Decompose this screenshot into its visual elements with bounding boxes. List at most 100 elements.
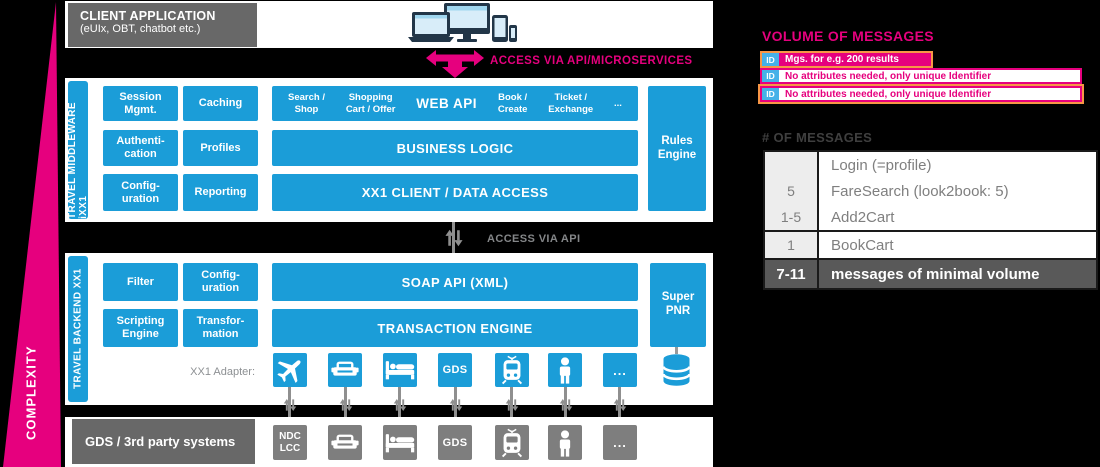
database-icon xyxy=(658,352,695,388)
backend-panel: TRAVEL BACKEND XX1 Filter Config- uratio… xyxy=(65,253,713,405)
xx1-adapter-label: XX1 Adapter: xyxy=(190,366,255,378)
car-icon xyxy=(330,355,360,385)
message-count: 1-5 xyxy=(765,204,819,230)
connector-line xyxy=(510,387,513,425)
cell-filter: Filter xyxy=(103,263,178,301)
messages-table: Login (=profile) 5 FareSearch (look2book… xyxy=(763,150,1098,290)
id-badge: ID xyxy=(762,53,779,66)
gds-third-party-box: GDS / 3rd party systems xyxy=(72,419,255,464)
cell-scripting-engine: Scripting Engine xyxy=(103,309,178,347)
message-label: Add2Cart xyxy=(819,204,1096,230)
connector-line xyxy=(344,387,347,425)
message-count: 1 xyxy=(765,232,819,258)
connector-arrows-icon xyxy=(558,398,574,412)
adapter-car xyxy=(328,353,362,387)
cell-transformation: Transfor- mation xyxy=(183,309,258,347)
person-icon xyxy=(550,355,580,385)
cell-authentication: Authenti- cation xyxy=(103,130,178,166)
adapter-hotel xyxy=(383,353,417,387)
table-row: 5 FareSearch (look2book: 5) xyxy=(765,178,1096,204)
connector-arrows-icon xyxy=(392,398,408,412)
connector-arrows-icon xyxy=(448,398,464,412)
train-icon xyxy=(497,355,527,385)
backend-side-label: TRAVEL BACKEND XX1 xyxy=(72,268,84,390)
client-application-title: CLIENT APPLICATION xyxy=(80,9,216,23)
system-ndc-lcc: NDC LCC xyxy=(273,425,307,460)
complexity-arrow xyxy=(3,2,61,467)
id-badge: ID xyxy=(762,88,779,100)
access-api-label: ACCESS VIA API xyxy=(487,233,581,245)
person-icon xyxy=(550,428,580,458)
connector-arrows-icon xyxy=(612,398,628,412)
car-icon xyxy=(330,428,360,458)
connector-arrows-icon xyxy=(504,398,520,412)
access-api-connector-line xyxy=(452,222,455,253)
web-api-item-more: ... xyxy=(614,97,622,109)
table-row: 1-5 Add2Cart xyxy=(765,204,1096,230)
number-of-messages-title: # OF MESSAGES xyxy=(762,130,873,145)
message-label: Login (=profile) xyxy=(819,152,1096,178)
business-logic-bar: BUSINESS LOGIC xyxy=(272,130,638,166)
system-traveler xyxy=(548,425,582,460)
system-ndc-lcc-label: NDC LCC xyxy=(279,431,301,454)
access-api-arrows-icon xyxy=(443,226,465,250)
client-application-box: CLIENT APPLICATION (eUIx, OBT, chatbot e… xyxy=(68,3,257,47)
web-api-item-shopping-cart: Shopping Cart / Offer xyxy=(345,92,396,115)
adapter-rail xyxy=(495,353,529,387)
web-api-title: WEB API xyxy=(416,96,478,111)
access-microservices-arrow-icon xyxy=(426,50,484,78)
message-count xyxy=(765,152,819,178)
adapter-traveler xyxy=(548,353,582,387)
cell-configuration: Config- uration xyxy=(103,174,178,211)
system-more: ... xyxy=(603,425,637,460)
cell-session-mgmt: Session Mgmt. xyxy=(103,86,178,121)
cell-reporting: Reporting xyxy=(183,174,258,211)
complexity-label: COMPLEXITY xyxy=(23,345,39,440)
cell-profiles: Profiles xyxy=(183,130,258,166)
rules-engine-box: Rules Engine xyxy=(648,86,706,211)
volume-bar-text: No attributes needed, only unique Identi… xyxy=(785,88,992,100)
message-label: FareSearch (look2book: 5) xyxy=(819,178,1096,204)
adapter-gds-label: GDS xyxy=(442,364,468,376)
message-label: BookCart xyxy=(819,232,1096,258)
web-api-item-book-create: Book / Create xyxy=(497,92,528,115)
middleware-side-label: TRAVEL MIDDLEWARE iXX1 xyxy=(67,102,89,219)
connector-line xyxy=(288,387,291,425)
message-count: 7-11 xyxy=(765,260,819,288)
volume-of-messages-title: VOLUME OF MESSAGES xyxy=(762,28,934,44)
middleware-panel: TRAVEL MIDDLEWARE iXX1 Session Mgmt. Cac… xyxy=(65,78,713,222)
system-car xyxy=(328,425,362,460)
system-more-label: ... xyxy=(613,435,627,450)
web-api-item-ticket-exchange: Ticket / Exchange xyxy=(548,92,594,115)
super-pnr-box: Super PNR xyxy=(650,263,706,347)
volume-bar-text: No attributes needed, only unique Identi… xyxy=(785,70,992,82)
connector-line xyxy=(618,387,621,425)
middleware-side-bar: TRAVEL MIDDLEWARE iXX1 xyxy=(67,81,89,219)
volume-bar-results: ID Mgs. for e.g. 200 results xyxy=(760,51,933,68)
train-icon xyxy=(497,428,527,458)
plane-icon xyxy=(275,355,305,385)
table-row: 1 BookCart xyxy=(765,230,1096,258)
system-gds: GDS xyxy=(438,425,472,460)
system-gds-label: GDS xyxy=(442,436,468,449)
connector-line xyxy=(398,387,401,425)
message-count: 5 xyxy=(765,178,819,204)
adapter-more-label: ... xyxy=(613,362,627,378)
connector-arrows-icon xyxy=(282,398,298,412)
third-party-strip: GDS / 3rd party systems NDC LCC GDS ... xyxy=(65,417,713,467)
backend-side-bar: TRAVEL BACKEND XX1 xyxy=(68,256,88,402)
cell-backend-configuration: Config- uration xyxy=(183,263,258,301)
connector-line xyxy=(564,387,567,425)
table-row-total: 7-11 messages of minimal volume xyxy=(765,258,1096,288)
xx1-client-data-access-bar: XX1 CLIENT / DATA ACCESS xyxy=(272,174,638,211)
hotel-bed-icon xyxy=(384,431,416,455)
id-badge: ID xyxy=(762,70,779,82)
system-hotel xyxy=(383,425,417,460)
transaction-engine-bar: TRANSACTION ENGINE xyxy=(272,309,638,347)
adapter-gds: GDS xyxy=(438,353,472,387)
client-strip: CLIENT APPLICATION (eUIx, OBT, chatbot e… xyxy=(65,1,713,48)
adapter-more: ... xyxy=(603,353,637,387)
web-api-bar: Search / Shop Shopping Cart / Offer WEB … xyxy=(272,86,638,121)
adapter-plane xyxy=(273,353,307,387)
